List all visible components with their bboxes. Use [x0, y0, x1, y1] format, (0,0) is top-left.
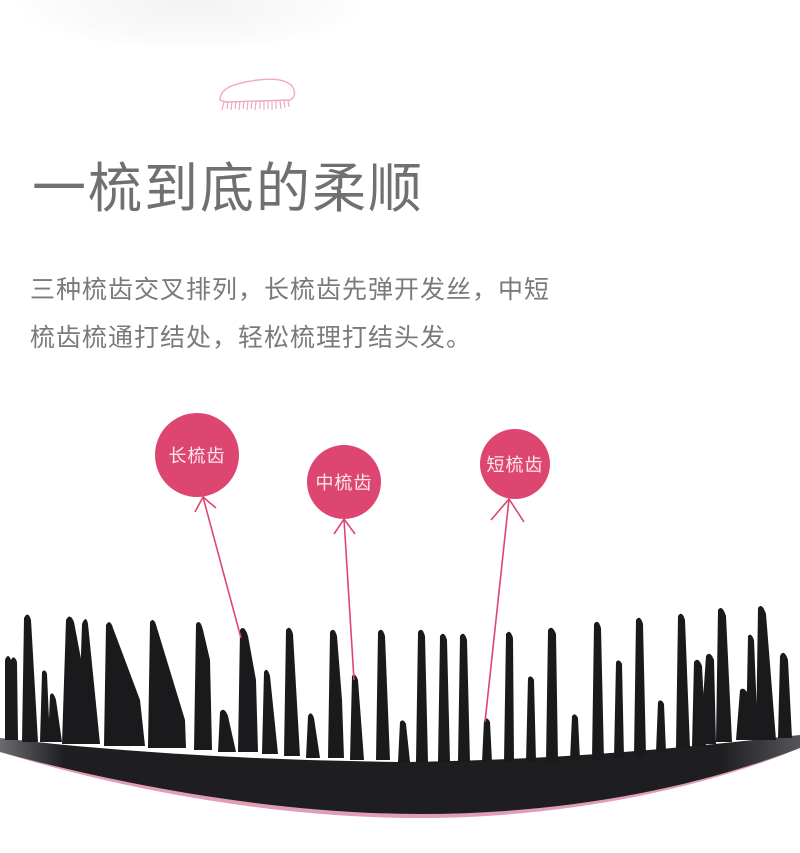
pointer-lines [194, 495, 525, 723]
bristles [5, 606, 792, 762]
callout-medium-bristles: 中梳齿 [307, 445, 381, 519]
callout-label: 长梳齿 [168, 446, 226, 467]
callout-label: 中梳齿 [315, 473, 373, 494]
callout-long-bristles: 长梳齿 [155, 413, 239, 497]
callout-short-bristles: 短梳齿 [480, 429, 550, 499]
page-title: 一梳到底的柔顺 [32, 157, 424, 220]
callout-label: 短梳齿 [486, 455, 544, 476]
hairbrush-outline-icon [219, 78, 296, 111]
description-line: 三种梳齿交叉排列，长梳齿先弹开发丝，中短 [30, 275, 551, 304]
description-line: 梳齿梳通打结处，轻松梳理打结头发。 [30, 323, 473, 352]
description: 三种梳齿交叉排列，长梳齿先弹开发丝，中短 梳齿梳通打结处，轻松梳理打结头发。 [30, 266, 670, 362]
